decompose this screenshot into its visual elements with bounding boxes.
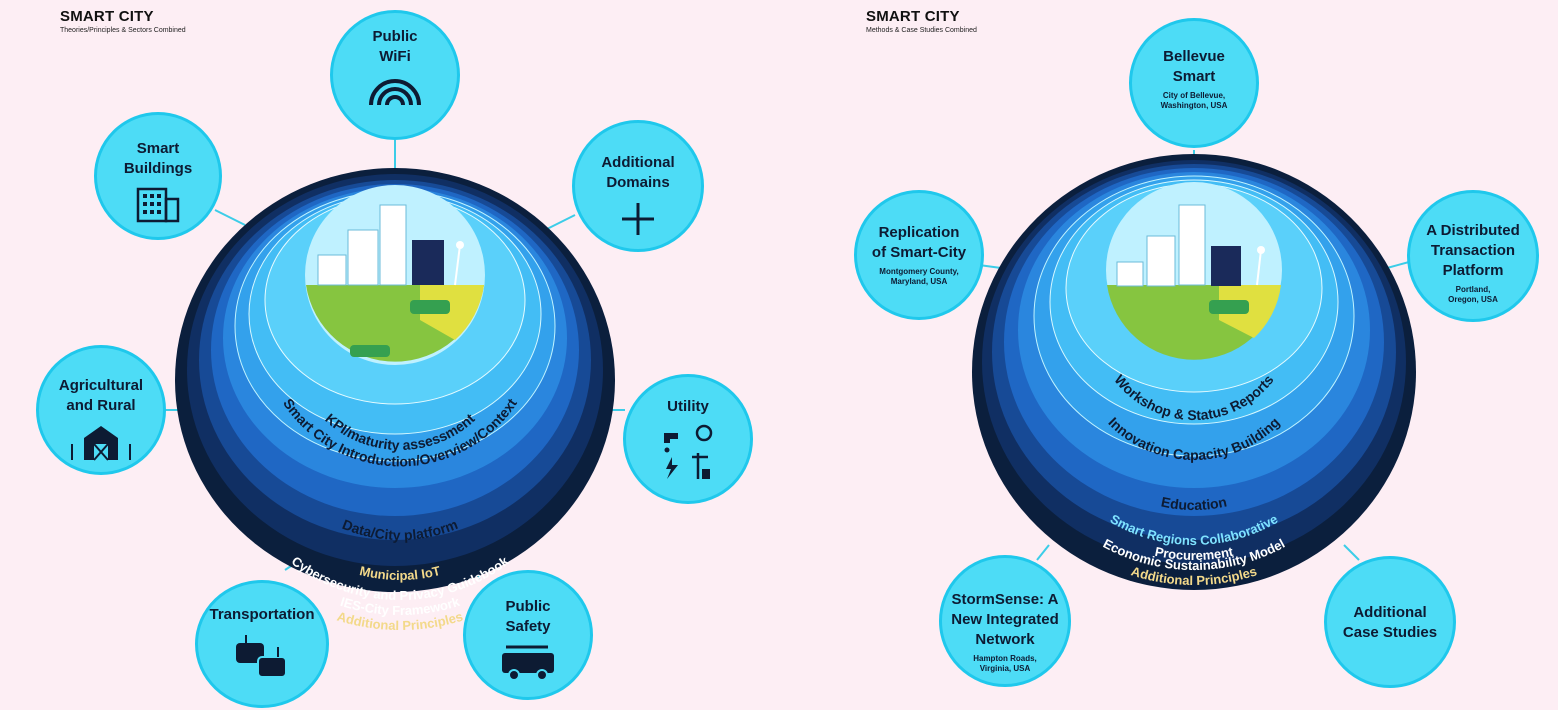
utility-icon xyxy=(664,424,713,479)
bubble-replication-smart-city[interactable]: Replication of Smart-City Montgomery Cou… xyxy=(854,190,984,320)
bubble-label: Agricultural and Rural xyxy=(58,377,144,414)
bubble-bellevue-smart[interactable]: Bellevue Smart City of Bellevue, Washing… xyxy=(1129,18,1259,148)
bubble-label: Utility xyxy=(667,398,709,415)
right-city-illustration xyxy=(1106,182,1282,360)
ring-label-4: Procurement xyxy=(1154,544,1235,563)
right-heading: SMART CITY Methods & Case Studies Combin… xyxy=(866,8,977,34)
right-title: SMART CITY xyxy=(866,8,960,25)
bubble-transportation[interactable]: Transportation xyxy=(195,580,329,708)
bubble-title: A Distributed Transaction Platform xyxy=(1426,222,1520,279)
right-rings: Workshop & Status Reports Innovation Cap… xyxy=(972,150,1416,590)
right-subtitle: Methods & Case Studies Combined xyxy=(866,27,977,34)
bubble-label: Additional Domains xyxy=(601,154,675,191)
bubble-utility[interactable]: Utility xyxy=(623,374,753,504)
bubble-label: Public Safety xyxy=(505,598,551,635)
bubble-label: Public WiFi xyxy=(372,28,418,65)
bubble-title: StormSense: A New Integrated Network xyxy=(951,591,1059,648)
bubble-additional-domains[interactable]: Additional Domains xyxy=(572,120,704,252)
bubble-subtitle: Portland, Oregon, USA xyxy=(1448,285,1498,304)
building-icon xyxy=(136,187,180,223)
bubble-subtitle: Hampton Roads, Virginia, USA xyxy=(973,654,1037,673)
barn-icon xyxy=(71,426,131,461)
left-city-illustration xyxy=(305,185,485,365)
bubble-additional-case-studies[interactable]: Additional Case Studies xyxy=(1324,556,1456,688)
bubble-agricultural-rural[interactable]: Agricultural and Rural xyxy=(36,345,166,475)
cars-icon xyxy=(236,635,287,678)
bubble-title: Additional Case Studies xyxy=(1342,604,1438,641)
bubble-label: Smart Buildings xyxy=(123,140,193,177)
left-diagram: KPI/maturity assessment Smart City Intro… xyxy=(36,10,753,708)
bubble-label: Transportation xyxy=(209,606,315,623)
bubble-public-wifi[interactable]: Public WiFi xyxy=(330,10,460,140)
left-title: SMART CITY xyxy=(60,8,154,25)
bubble-title: Replication of Smart-City xyxy=(871,224,967,261)
fire-truck-icon xyxy=(502,645,554,681)
left-heading: SMART CITY Theories/Principles & Sectors… xyxy=(60,8,186,34)
bubble-distributed-transaction[interactable]: A Distributed Transaction Platform Portl… xyxy=(1407,190,1539,322)
ring-label-3: Municipal IoT xyxy=(358,563,442,583)
right-diagram: Workshop & Status Reports Innovation Cap… xyxy=(779,0,1558,710)
wifi-icon xyxy=(369,79,421,106)
bubble-title: Bellevue Smart xyxy=(1163,48,1225,85)
right-connectors xyxy=(978,150,1410,561)
bubble-stormsense[interactable]: StormSense: A New Integrated Network Ham… xyxy=(939,555,1071,687)
bubble-public-safety[interactable]: Public Safety xyxy=(463,570,593,700)
left-subtitle: Theories/Principles & Sectors Combined xyxy=(60,27,186,34)
ring-label-2: Education xyxy=(1160,494,1228,514)
plus-icon xyxy=(622,203,654,235)
left-rings: KPI/maturity assessment Smart City Intro… xyxy=(165,140,625,633)
bubble-subtitle: City of Bellevue, Washington, USA xyxy=(1160,91,1228,110)
bubble-smart-buildings[interactable]: Smart Buildings xyxy=(94,112,222,240)
bubble-subtitle: Montgomery County, Maryland, USA xyxy=(879,267,959,286)
